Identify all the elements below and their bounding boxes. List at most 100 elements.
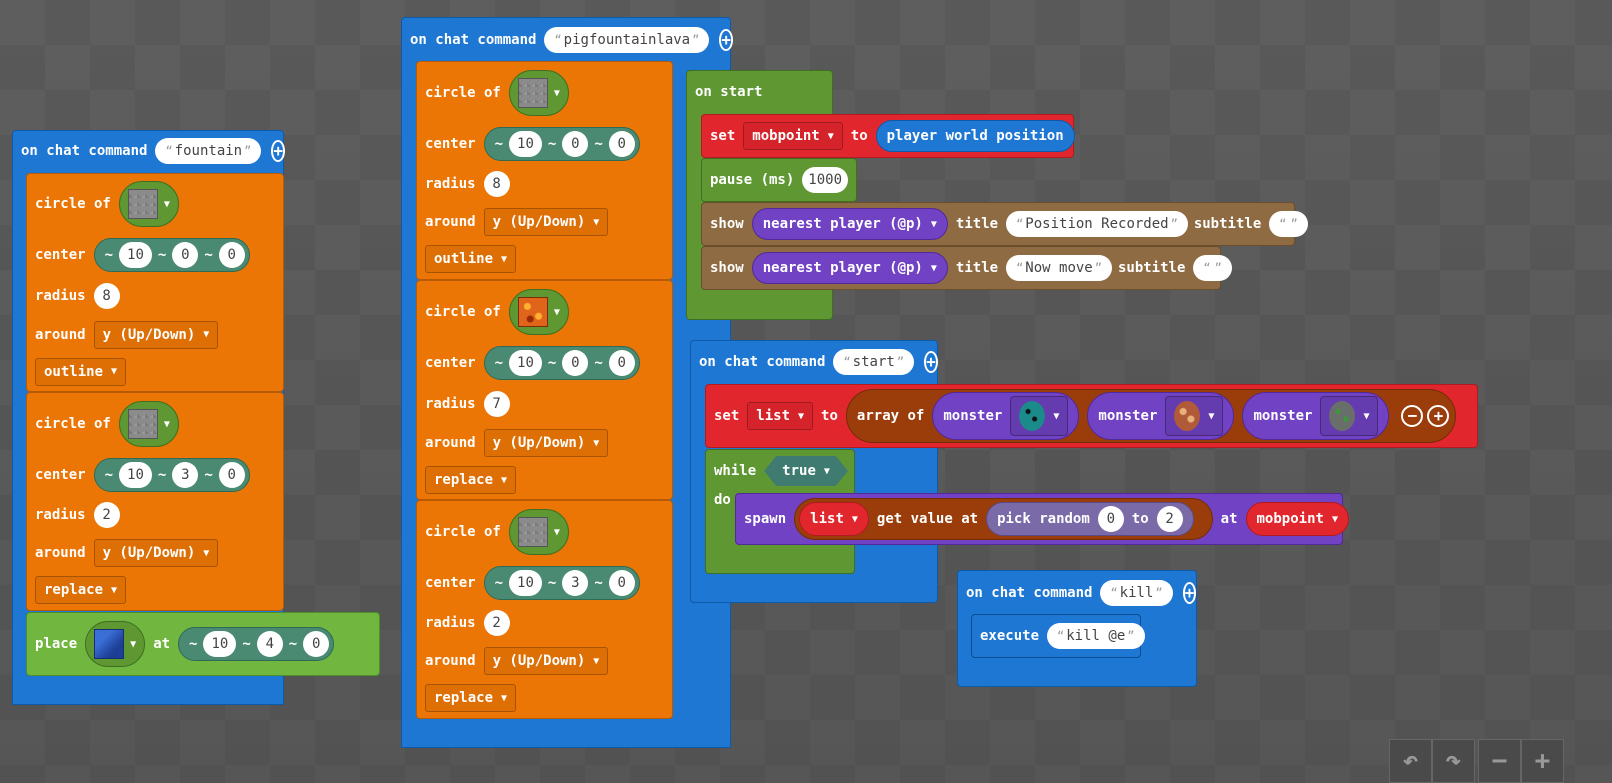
x-field[interactable]: 10 [509,570,542,596]
true-boolean[interactable]: true▼ [764,456,848,486]
subtitle-field[interactable] [1269,211,1308,237]
mobpoint-variable[interactable]: mobpoint▼ [1245,502,1349,536]
plus-icon[interactable]: + [924,351,938,373]
show-title-block-1[interactable]: show nearest player (@p)▼ title Position… [701,202,1308,246]
circle-of-label: circle of [35,416,111,432]
command-name-field[interactable]: fountain [155,138,262,164]
z-field[interactable]: 0 [608,131,635,157]
plus-icon[interactable]: + [1182,582,1197,604]
zoom-in-button[interactable]: + [1521,739,1564,783]
random-from-field[interactable]: 0 [1097,506,1124,532]
circle-block-2[interactable]: circle of ▼ center ~10 ~0 ~0 radius 7 ar… [416,280,673,500]
z-field[interactable]: 0 [218,242,245,268]
z-field[interactable]: 0 [608,570,635,596]
mob-picker[interactable]: ▼ [1165,396,1224,436]
redo-button[interactable]: ↷ [1432,739,1475,783]
monster-block-1[interactable]: monster ▼ [932,392,1080,440]
radius-field[interactable]: 8 [93,283,120,309]
x-field[interactable]: 10 [119,462,152,488]
y-field[interactable]: 0 [562,131,589,157]
center-position[interactable]: ~10 ~0 ~0 [93,238,250,272]
pause-ms-field[interactable]: 1000 [802,167,848,193]
mob-picker[interactable]: ▼ [1010,396,1069,436]
chevron-down-icon: ▼ [593,216,600,228]
axis-dropdown[interactable]: y (Up/Down)▼ [483,208,609,236]
chevron-down-icon: ▼ [851,513,858,525]
center-position[interactable]: ~10 ~3 ~0 [483,566,640,600]
x-field[interactable]: 10 [119,242,152,268]
monster-block-3[interactable]: monster ▼ [1242,392,1390,440]
circle-block-1[interactable]: circle of ▼ center ~10 ~0 ~0 radius 8 ar… [26,173,284,392]
undo-button[interactable]: ↶ [1389,739,1432,783]
axis-dropdown[interactable]: y (Up/Down)▼ [93,320,219,349]
plus-icon[interactable]: + [719,29,733,51]
target-selector[interactable]: nearest player (@p)▼ [751,252,948,284]
execute-block[interactable]: execute kill @e [971,614,1145,658]
plus-icon[interactable]: + [271,140,285,162]
y-field[interactable]: 3 [172,462,199,488]
pick-random-block[interactable]: pick random 0 to 2 [986,502,1194,536]
radius-field[interactable]: 7 [483,391,510,417]
center-position[interactable]: ~10 ~0 ~0 [483,127,640,161]
mode-dropdown[interactable]: replace▼ [425,684,517,712]
variable-dropdown[interactable]: mobpoint▼ [743,122,843,150]
block-picker[interactable]: ▼ [508,289,569,335]
place-block[interactable]: place ▼ at ~10 ~4 ~0 [26,612,380,676]
set-list-block[interactable]: set list▼ to array of monster ▼ monster … [705,384,1478,448]
radius-field[interactable]: 2 [483,610,510,636]
circle-block-2[interactable]: circle of ▼ center ~10 ~3 ~0 radius 2 ar… [26,392,284,611]
x-field[interactable]: 10 [203,631,237,657]
y-field[interactable]: 0 [172,242,199,268]
mode-dropdown[interactable]: replace▼ [425,466,517,494]
y-field[interactable]: 4 [256,631,283,657]
x-field[interactable]: 10 [509,350,542,376]
list-get-value-block[interactable]: list▼ get value at pick random 0 to 2 [794,498,1213,540]
title-field[interactable]: Position Recorded [1006,211,1188,237]
x-field[interactable]: 10 [509,131,542,157]
subtitle-field[interactable] [1193,255,1232,281]
minus-icon[interactable]: − [1401,405,1424,427]
mode-dropdown[interactable]: outline▼ [35,357,127,386]
title-field[interactable]: Now move [1006,255,1112,281]
axis-dropdown[interactable]: y (Up/Down)▼ [93,539,219,567]
z-field[interactable]: 0 [608,350,635,376]
player-world-position-block[interactable]: player world position [875,120,1075,152]
target-selector[interactable]: nearest player (@p)▼ [751,208,948,240]
center-position[interactable]: ~10 ~0 ~0 [483,346,640,380]
mode-dropdown[interactable]: replace▼ [35,576,127,604]
mode-dropdown[interactable]: outline▼ [425,245,517,273]
random-to-field[interactable]: 2 [1156,506,1183,532]
radius-field[interactable]: 2 [93,502,120,528]
set-variable-block[interactable]: set mobpoint▼ to player world position [701,114,1075,158]
variable-dropdown[interactable]: list▼ [747,402,814,430]
block-picker[interactable]: ▼ [118,181,179,227]
circle-block-1[interactable]: circle of ▼ center ~10 ~0 ~0 radius 8 ar… [416,61,673,280]
radius-field[interactable]: 8 [483,171,510,197]
block-picker[interactable]: ▼ [508,70,569,116]
list-variable[interactable]: list▼ [799,502,869,536]
block-picker[interactable]: ▼ [118,401,179,447]
axis-dropdown[interactable]: y (Up/Down)▼ [483,429,609,457]
spawn-block[interactable]: spawn list▼ get value at pick random 0 t… [735,493,1349,545]
monster-block-2[interactable]: monster ▼ [1087,392,1235,440]
zoom-out-button[interactable]: − [1478,739,1521,783]
plus-icon[interactable]: + [1427,405,1450,427]
mob-picker[interactable]: ▼ [1320,396,1379,436]
block-picker[interactable]: ▼ [508,509,569,555]
circle-block-3[interactable]: circle of ▼ center ~10 ~3 ~0 radius 2 ar… [416,500,673,719]
command-name-field[interactable]: kill [1100,580,1173,606]
array-of-block[interactable]: array of monster ▼ monster ▼ monster ▼ −… [845,389,1457,443]
pause-block[interactable]: pause (ms) 1000 [701,158,857,202]
center-position[interactable]: ~10 ~3 ~0 [93,458,250,492]
z-field[interactable]: 0 [303,631,330,657]
command-name-field[interactable]: pigfountainlava [544,27,710,53]
z-field[interactable]: 0 [218,462,245,488]
place-position[interactable]: ~10 ~4 ~0 [178,627,335,661]
command-name-field[interactable]: start [833,349,915,375]
y-field[interactable]: 0 [562,350,589,376]
show-title-block-2[interactable]: show nearest player (@p)▼ title Now move… [701,246,1232,290]
block-picker[interactable]: ▼ [85,621,146,667]
axis-dropdown[interactable]: y (Up/Down)▼ [483,647,609,675]
execute-command-field[interactable]: kill @e [1047,623,1145,649]
y-field[interactable]: 3 [562,570,589,596]
